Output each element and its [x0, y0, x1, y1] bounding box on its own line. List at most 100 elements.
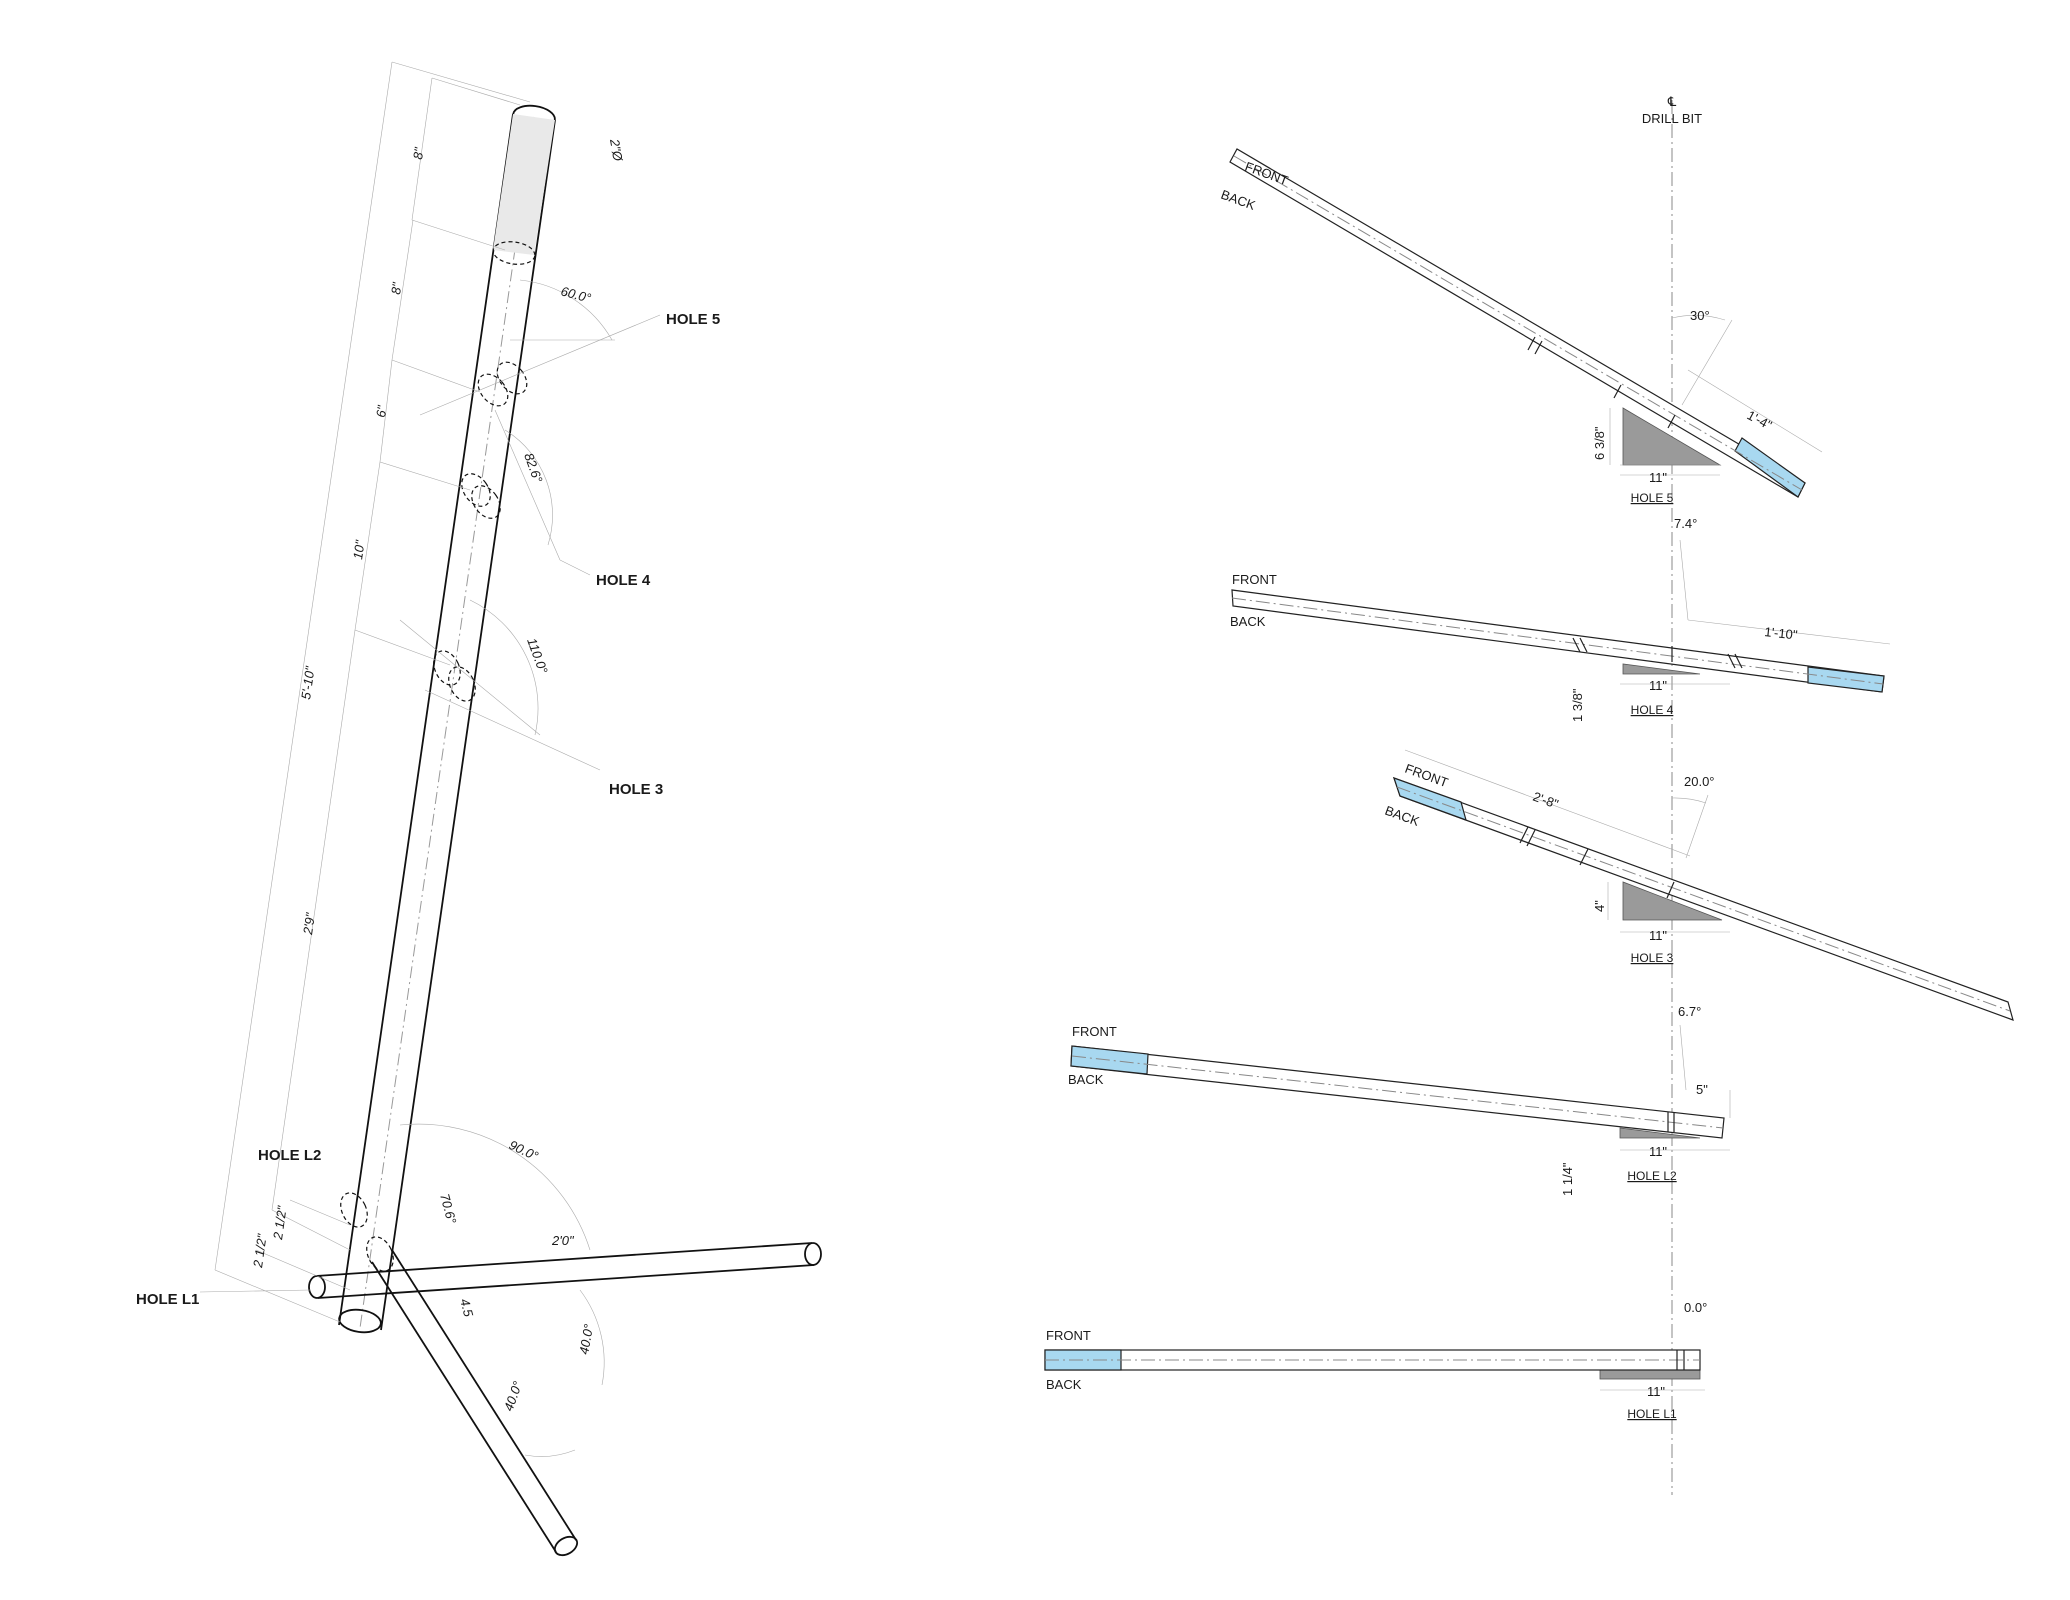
hole4-marker: [461, 473, 501, 519]
label-holeL2: HOLE L2: [258, 1147, 321, 1164]
cl-symbol: ℄: [1667, 94, 1677, 109]
label-hole5: HOLE 5: [666, 311, 720, 328]
holeL1-front: FRONT: [1046, 1328, 1091, 1343]
crossbar-end-cap: [804, 1242, 822, 1266]
arc-60: [519, 279, 613, 341]
holeL2-front: FRONT: [1072, 1024, 1117, 1039]
dim-ang40b: 40.0°: [501, 1379, 526, 1413]
dim-overall-line: [214, 61, 393, 1271]
hole3-width: 11": [1649, 928, 1667, 943]
holeL2-length: 5": [1696, 1082, 1708, 1097]
holeL2-angle: 6.7°: [1678, 1004, 1701, 1019]
leg-left-edge: [371, 1261, 557, 1553]
hole3-bar: [1393, 777, 2014, 1021]
cl-label: DRILL BIT: [1642, 111, 1702, 126]
hole3-height: 4": [1592, 900, 1607, 912]
dim-seg2: 8": [388, 280, 405, 295]
hole5-title: HOLE 5: [1631, 491, 1674, 505]
dim-seg1-line: [411, 77, 433, 221]
section-holeL2: FRONT BACK 6.7° 5" 1 1/4" 11" HOLE L2: [1068, 1004, 1731, 1196]
dim-ang90: 90.0°: [507, 1137, 541, 1163]
dim-crossbar: 2'0": [551, 1233, 575, 1248]
label-hole4: HOLE 4: [596, 572, 651, 589]
dim-ang706: 70.6°: [437, 1192, 459, 1225]
hole4-back: BACK: [1230, 614, 1266, 629]
section-views: ℄ DRILL BIT FRONT BACK 30° 1'-4" 6 3/8" …: [1044, 94, 2014, 1495]
dim-seg1: 8": [410, 145, 427, 160]
hole4-height: 1 3/8": [1570, 688, 1585, 722]
hole5-width: 11": [1649, 470, 1667, 485]
dim-seg3-line: [379, 359, 393, 463]
holeL1-wedge: [1599, 1369, 1701, 1380]
section-hole3: FRONT BACK 20.0° 2'-8" 4" 11" HOLE 3: [1383, 749, 2014, 1021]
hole4-width: 11": [1649, 678, 1667, 693]
arc-90: [399, 1123, 591, 1251]
section-hole5: FRONT BACK 30° 1'-4" 6 3/8" 11" HOLE 5: [1219, 148, 1823, 505]
hole5-length: 1'-4": [1745, 407, 1775, 433]
crossbar-bottom-edge: [317, 1264, 815, 1299]
dim-seg4-line: [354, 461, 381, 631]
dim-seg2-line: [391, 219, 414, 361]
hole3-length: 2'-8": [1531, 789, 1561, 812]
hole5-angle: 30°: [1690, 308, 1710, 323]
hole3-angle: 20.0°: [1684, 774, 1715, 789]
label-holeL1: HOLE L1: [136, 1291, 199, 1308]
hole5-back: BACK: [1219, 187, 1258, 213]
leg-right-edge: [391, 1249, 577, 1541]
holeL2-width: 11": [1649, 1144, 1667, 1159]
hole5-height: 6 3/8": [1592, 426, 1607, 460]
main-rod-centerline: [359, 116, 535, 1329]
holeL1-width: 11": [1647, 1384, 1665, 1399]
hole3-marker: [433, 650, 476, 702]
holeL2-title: HOLE L2: [1627, 1169, 1677, 1183]
hole5-bar: [1229, 148, 1806, 498]
leg-end-cap: [553, 1535, 579, 1557]
dim-ang110: 110.0°: [524, 636, 551, 676]
rod-section-ring: [492, 241, 536, 265]
main-rod-right-edge: [380, 119, 556, 1331]
holeL1-back: BACK: [1046, 1377, 1082, 1392]
main-rod-bottom-cap: [338, 1308, 382, 1334]
crossbar-start-cap: [308, 1275, 326, 1299]
dim-l1a: 2 1/2": [250, 1232, 270, 1270]
dim-small45: 4.5: [457, 1297, 476, 1319]
dim-lower-line: [271, 629, 356, 1211]
holeL2-bar: [1070, 1045, 1725, 1139]
section-holeL1: FRONT BACK 0.0° 11" HOLE L1: [1044, 1300, 1707, 1421]
holeL1-angle: 0.0°: [1684, 1300, 1707, 1315]
arc-110: [469, 599, 539, 736]
dim-seg4: 10": [350, 538, 368, 560]
arc-40a: [579, 1289, 605, 1386]
dim-overall: 5'-10": [298, 664, 318, 700]
label-hole3: HOLE 3: [609, 781, 663, 798]
hole4-front: FRONT: [1232, 572, 1277, 587]
hole3-title: HOLE 3: [1631, 951, 1674, 965]
holeL1-title: HOLE L1: [1627, 1407, 1677, 1421]
hole3-wedge: [1622, 881, 1723, 921]
hole4-angle: 7.4°: [1674, 516, 1697, 531]
arc-82: [504, 429, 553, 546]
hole5-marker: [477, 361, 528, 407]
holeL2-wedge: [1619, 1127, 1701, 1139]
isometric-view: HOLE 5 HOLE 4 HOLE 3 HOLE L2 HOLE L1 2"Ø…: [136, 61, 822, 1557]
dim-l1b: 2 1/2": [270, 1204, 290, 1242]
crossbar-top-edge: [315, 1242, 813, 1277]
hole4-length: 1'-10": [1764, 624, 1799, 642]
dim-ang60: 60.0°: [559, 283, 592, 305]
arc-40b: [524, 1449, 576, 1457]
rod-top-shade: [493, 114, 555, 255]
section-hole4: FRONT BACK 7.4° 1'-10" 1 3/8" 11" HOLE 4: [1230, 516, 1891, 722]
hole4-wedge: [1622, 663, 1701, 675]
holeL2-height: 1 1/4": [1560, 1162, 1575, 1196]
dim-lower: 2'9": [300, 911, 318, 937]
dim-seg3: 6": [373, 403, 390, 418]
holeL2-back: BACK: [1068, 1072, 1104, 1087]
main-rod-left-edge: [338, 113, 514, 1326]
hole3-back: BACK: [1383, 803, 1422, 829]
dim-diameter: 2"Ø: [607, 137, 626, 163]
hole4-title: HOLE 4: [1631, 703, 1674, 717]
holeL2-marker: [340, 1192, 394, 1272]
hole5-highlight: [1734, 437, 1806, 498]
dim-ang40a: 40.0°: [576, 1323, 596, 1356]
